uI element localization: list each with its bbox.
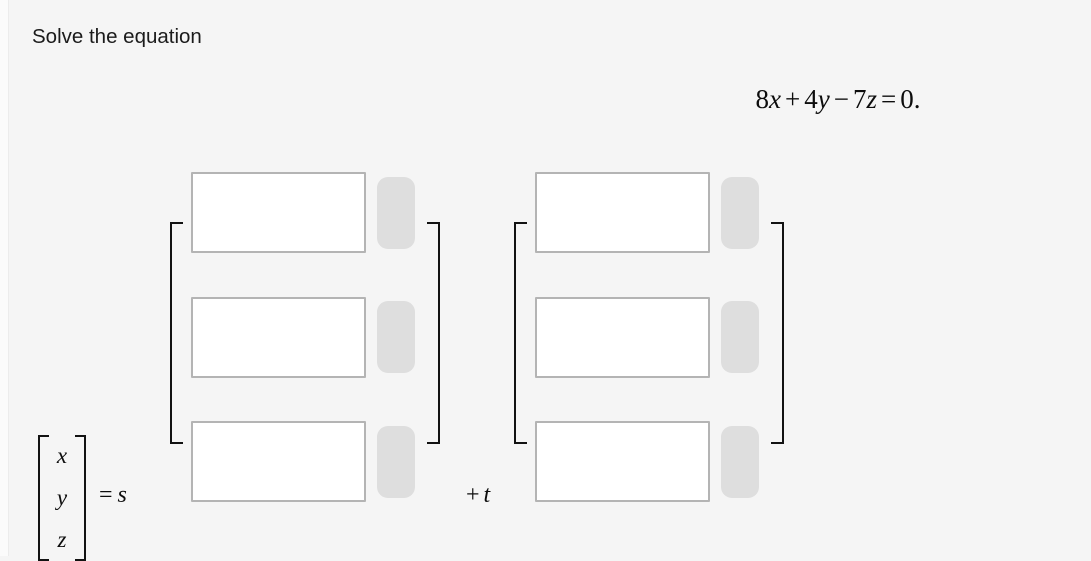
matrix-t-row-3: [535, 421, 763, 502]
answer-input-s-2[interactable]: [191, 296, 366, 378]
answer-matrix-t: [514, 172, 784, 502]
equation-token-plus: +: [785, 84, 801, 114]
plus-t-label: +t: [462, 482, 490, 509]
equals-s-label: =s: [99, 482, 127, 509]
equation-token-var-y: y: [817, 84, 830, 114]
matrix-t-bracket-right: [771, 222, 784, 444]
answer-input-t-2[interactable]: [535, 296, 710, 378]
xyz-entry-x: x: [56, 443, 68, 468]
equation-token-equals: =: [880, 84, 897, 114]
left-edge-strip: [0, 0, 9, 556]
matrix-s-row-3: [191, 421, 419, 502]
equation-token-coeff-x: 8: [755, 84, 770, 114]
input-handle-s-2[interactable]: [377, 301, 415, 373]
xyz-entry-y: y: [56, 485, 68, 510]
input-handle-t-1[interactable]: [721, 176, 759, 249]
matrix-t-rows: [535, 172, 763, 502]
equation-token-coeff-z: 7: [852, 84, 867, 114]
matrix-s-bracket-right: [427, 222, 440, 444]
xyz-entry-z: z: [57, 527, 67, 552]
page-title: Solve the equation: [32, 25, 202, 48]
answer-matrix-s: [170, 172, 440, 502]
matrix-s-bracket-left: [170, 222, 183, 444]
matrix-t-row-2: [535, 296, 763, 378]
answer-input-s-3[interactable]: [191, 421, 366, 502]
equation-token-var-z: z: [866, 84, 877, 114]
matrix-s-rows: [191, 172, 419, 502]
answer-input-s-1[interactable]: [191, 172, 366, 253]
plus-sign: +: [466, 482, 480, 508]
equation-token-minus: −: [833, 84, 849, 114]
scalar-s: s: [117, 482, 127, 508]
equals-sign: =: [99, 482, 113, 508]
displayed-equation: 8x+4y−7z=0.: [0, 84, 1091, 115]
matrix-s-row-1: [191, 172, 419, 253]
scalar-t: t: [483, 482, 491, 508]
answer-input-t-1[interactable]: [535, 172, 710, 253]
equation-token-rhs-zero: 0.: [900, 84, 921, 114]
xyz-entries: x y z: [38, 435, 86, 561]
input-handle-t-3[interactable]: [721, 425, 759, 498]
xyz-column-vector: x y z: [38, 435, 86, 561]
matrix-s-row-2: [191, 296, 419, 378]
matrix-t-bracket-left: [514, 222, 527, 444]
answer-input-t-3[interactable]: [535, 421, 710, 502]
input-handle-s-1[interactable]: [377, 176, 415, 249]
matrix-t-row-1: [535, 172, 763, 253]
equation-token-var-x: x: [769, 84, 782, 114]
equation-token-coeff-y: 4: [804, 84, 818, 114]
input-handle-s-3[interactable]: [377, 425, 415, 498]
solution-expression: x y z =s: [0, 160, 1091, 561]
input-handle-t-2[interactable]: [721, 301, 759, 373]
